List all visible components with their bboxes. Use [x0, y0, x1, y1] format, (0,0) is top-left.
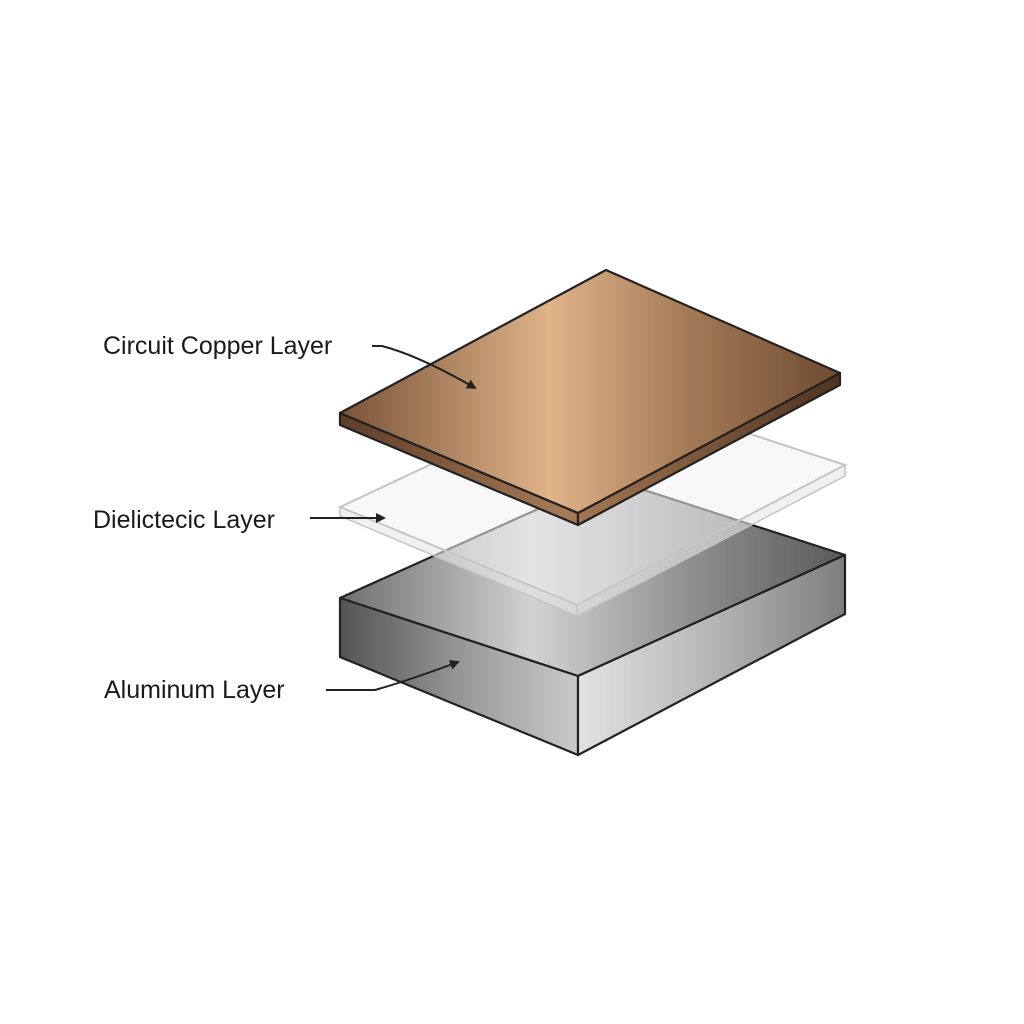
dielectric-layer-callout: Dielictecic Layer: [93, 506, 386, 534]
copper-layer-top: [338, 268, 842, 515]
copper-layer-callout: Circuit Copper Layer: [103, 332, 477, 390]
aluminum-layer-callout: Aluminum Layer: [104, 660, 460, 704]
dielectric-layer-edge-right: [576, 463, 846, 618]
dielectric-layer-label: Dielictecic Layer: [93, 506, 275, 534]
copper-layer-label: Circuit Copper Layer: [103, 332, 332, 360]
aluminum-layer-arrow: [326, 660, 460, 691]
copper-layer-arrow: [372, 345, 477, 390]
copper-layer-plate: [338, 268, 842, 527]
aluminum-layer-label: Aluminum Layer: [104, 676, 285, 704]
aluminum-layer-front-right: [576, 553, 847, 757]
